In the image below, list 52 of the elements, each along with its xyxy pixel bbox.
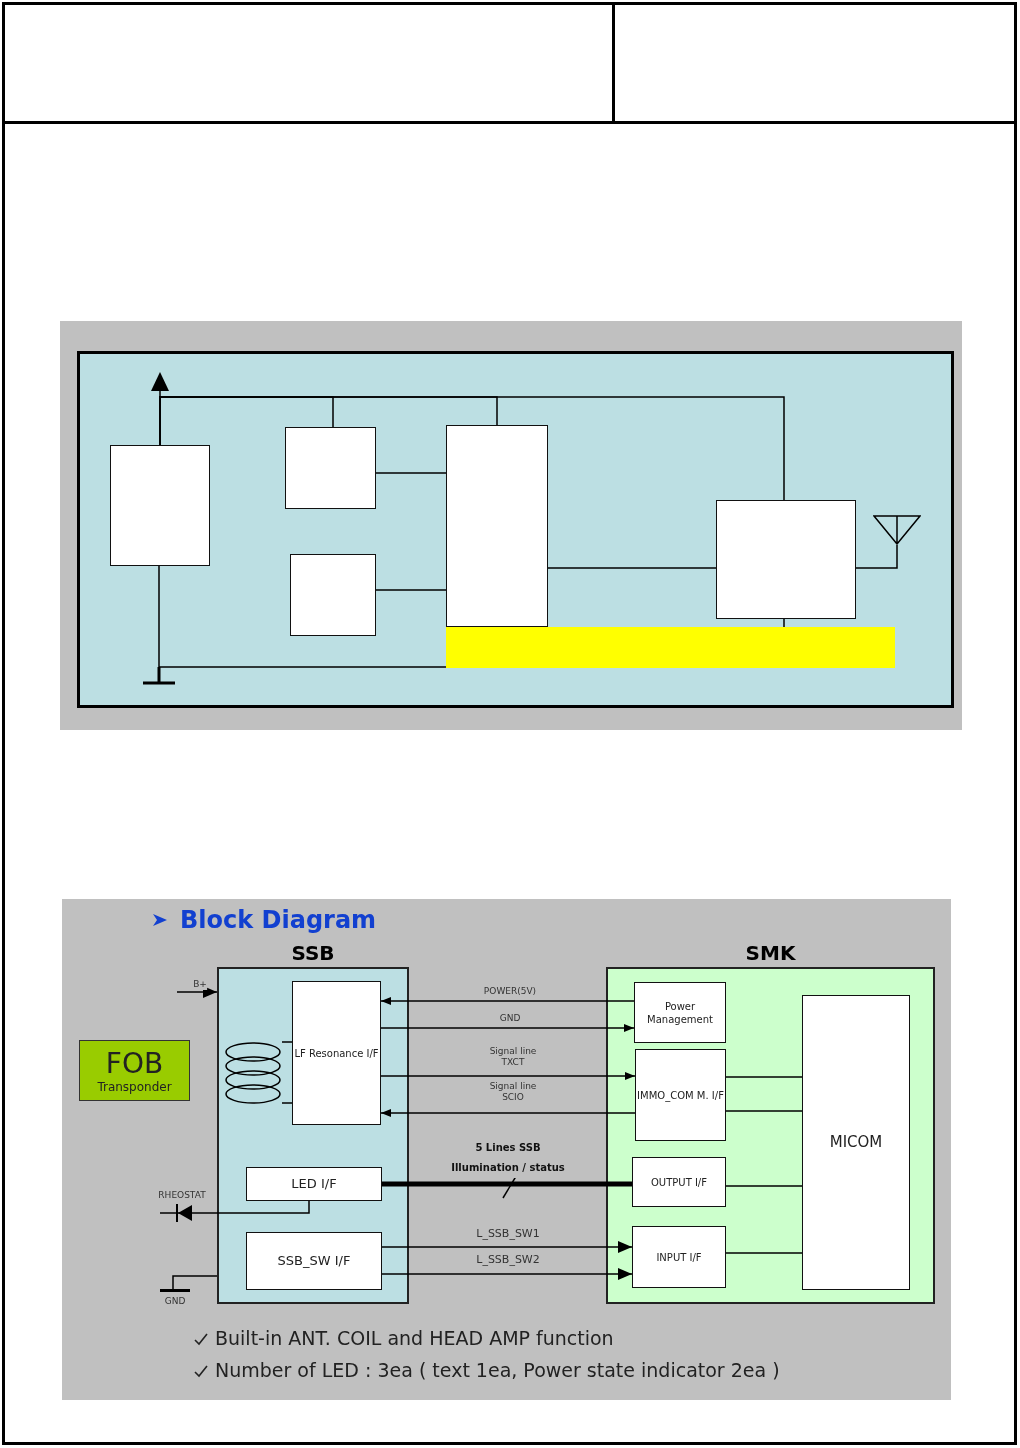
- arrow: [380, 997, 635, 1005]
- connector-line: [547, 567, 717, 569]
- block-box: SSB_SW I/F: [246, 1232, 382, 1290]
- block-box: [285, 427, 376, 509]
- arrow: [380, 1024, 635, 1032]
- edge-label: GND: [499, 1012, 521, 1024]
- highlight-bar: [446, 627, 895, 668]
- section-heading: Block Diagram: [180, 905, 377, 935]
- edge-label: L_SSB_SW1: [476, 1227, 540, 1241]
- block-box: [290, 554, 376, 636]
- connector-line: [783, 618, 785, 628]
- connector-line: [172, 1275, 218, 1290]
- arrow: [381, 1241, 633, 1253]
- connector-line: [375, 472, 447, 474]
- arrow: [176, 986, 218, 998]
- panel-title: SSB: [290, 941, 336, 965]
- antenna-icon: [873, 515, 921, 545]
- connector-line: [725, 1252, 803, 1254]
- block-box: OUTPUT I/F: [632, 1157, 726, 1207]
- edge-label: RHEOSTAT: [158, 1189, 206, 1201]
- note-text: Built-in ANT. COIL and HEAD AMP function: [215, 1326, 614, 1351]
- block-heading: FOB: [105, 1046, 164, 1081]
- connector-line: [281, 1041, 293, 1043]
- panel-title: SMK: [744, 941, 797, 965]
- connector-line: [725, 1076, 803, 1078]
- block-box: LF Resonance I/F: [292, 981, 381, 1125]
- coil-icon: [224, 1040, 282, 1106]
- block-box: [716, 500, 856, 619]
- connector-line: [725, 1110, 803, 1112]
- block-box: INPUT I/F: [632, 1226, 726, 1288]
- block-box: MICOM: [802, 995, 910, 1290]
- connector-line: [281, 1102, 293, 1104]
- note-text: Number of LED : 3ea ( text 1ea, Power state indicator 2ea ): [215, 1358, 780, 1383]
- block-box: [110, 445, 210, 566]
- connector-line: [158, 565, 447, 668]
- connector-line: [382, 1181, 632, 1187]
- block-box: [446, 425, 548, 627]
- block-box: LED I/F: [246, 1167, 382, 1201]
- connector-line: [375, 589, 447, 591]
- edge-label: POWER(5V): [483, 985, 537, 997]
- arrow: [380, 1072, 636, 1080]
- connector-line: [855, 544, 898, 569]
- block-caption: Transponder: [97, 1080, 172, 1095]
- connector-line: [725, 1185, 803, 1187]
- edge-label: B+: [193, 978, 207, 990]
- transponder-box: [79, 1040, 190, 1101]
- edge-label: L_SSB_SW2: [476, 1253, 540, 1267]
- arrow: [380, 1109, 636, 1117]
- connector-line: [159, 396, 785, 501]
- block-box: IMMO_COM M. I/F: [635, 1049, 726, 1141]
- arrow: [381, 1268, 633, 1280]
- block-box: Power Management: [634, 982, 726, 1043]
